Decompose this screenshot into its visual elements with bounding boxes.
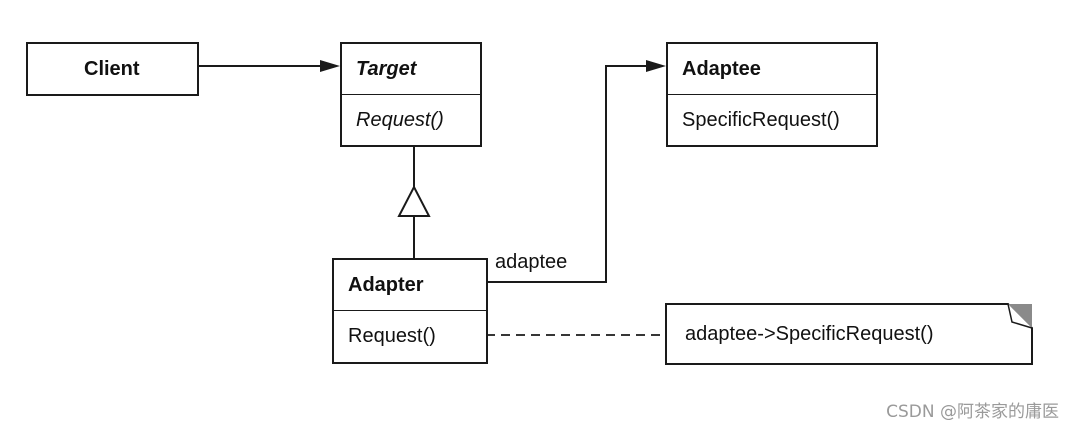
adaptee-class-divider bbox=[668, 94, 876, 95]
adaptee-class: Adaptee SpecificRequest() bbox=[666, 42, 878, 147]
client-target-arrowhead bbox=[320, 60, 340, 72]
adapter-class: Adapter Request() bbox=[332, 258, 488, 364]
target-request-operation: Request() bbox=[356, 108, 444, 131]
adapter-adaptee-association bbox=[488, 65, 648, 283]
adapter-class-name: Adapter bbox=[348, 273, 424, 296]
note-corner-fold bbox=[1007, 303, 1033, 329]
adaptee-role-label: adaptee bbox=[495, 251, 568, 273]
adapter-adaptee-arrowhead bbox=[646, 60, 666, 72]
adapter-request-operation: Request() bbox=[348, 325, 436, 347]
note-shape bbox=[665, 303, 1033, 365]
note-text: adaptee->SpecificRequest() bbox=[685, 323, 934, 345]
target-class-divider bbox=[342, 94, 480, 95]
adaptee-specific-request-operation: SpecificRequest() bbox=[682, 108, 840, 131]
adaptee-class-name: Adaptee bbox=[682, 57, 761, 80]
client-class: Client bbox=[26, 42, 199, 96]
target-class: Target Request() bbox=[340, 42, 482, 147]
generalization-triangle bbox=[397, 184, 431, 217]
target-class-name: Target bbox=[356, 57, 417, 80]
csdn-watermark: CSDN @阿茶家的庸医 bbox=[886, 402, 1059, 422]
client-class-name: Client bbox=[84, 57, 140, 80]
adapter-class-divider bbox=[334, 310, 486, 311]
